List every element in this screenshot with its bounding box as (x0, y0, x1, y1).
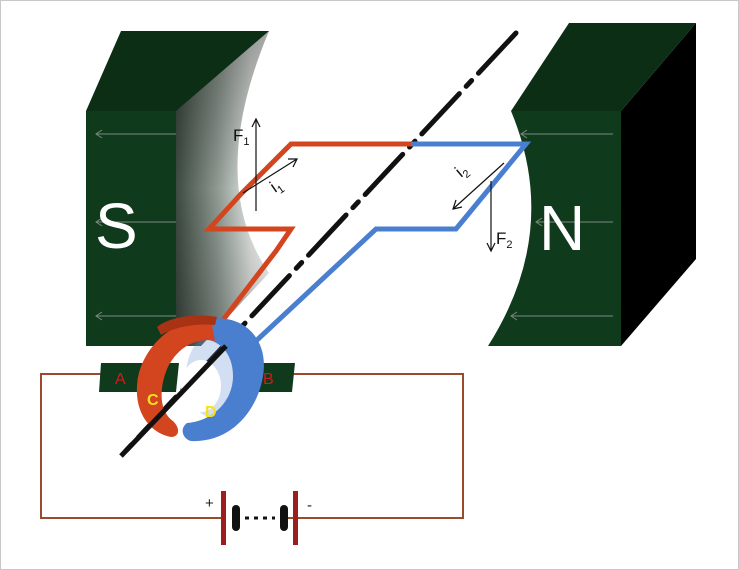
south-magnet: S (86, 31, 269, 346)
battery-positive-plate (221, 491, 226, 545)
coil-blue-side (254, 141, 532, 343)
coil-red-side (203, 141, 411, 335)
circuit-wire-right (287, 373, 464, 519)
segment-c-label: C (147, 392, 159, 409)
north-magnet-front (488, 111, 621, 346)
current-i2-arrow (452, 162, 505, 210)
svg-text:F1: F1 (233, 126, 250, 148)
segment-d-label: D (205, 404, 217, 421)
south-magnet-front (86, 111, 181, 346)
south-field-arrows (95, 129, 176, 321)
force-f1-subscript: 1 (243, 136, 249, 148)
commutator-segment-c (136, 318, 215, 437)
north-magnet-side (621, 23, 696, 346)
battery-cell-right (280, 505, 288, 531)
force-f2-subscript: 2 (506, 239, 512, 251)
commutator (119, 315, 264, 458)
south-pole-label: S (95, 190, 138, 262)
force-f2-arrow (486, 181, 496, 253)
battery-positive-label: + (205, 495, 214, 512)
battery-negative-label: - (307, 497, 312, 514)
force-f2-label: F (496, 229, 506, 248)
north-magnet-top (511, 23, 696, 111)
north-magnet: N (488, 23, 696, 346)
svg-text:i1: i1 (266, 175, 287, 199)
north-field-arrows (510, 129, 613, 321)
battery-negative-plate (293, 491, 298, 545)
north-pole-label: N (539, 192, 585, 264)
current-i1-subscript: 1 (275, 183, 287, 196)
current-i1-arrow (242, 158, 298, 194)
svg-text:F2: F2 (496, 229, 513, 251)
force-f1-arrow (251, 117, 261, 211)
force-f1-label: F (233, 126, 243, 145)
battery (221, 491, 298, 545)
battery-cell-left (232, 505, 240, 531)
brush-b-label: B (263, 371, 274, 388)
circuit-wire-left (40, 373, 223, 519)
commutator-segment-d (182, 318, 264, 442)
svg-text:i2: i2 (451, 160, 473, 183)
brush-a-label: A (115, 371, 126, 388)
